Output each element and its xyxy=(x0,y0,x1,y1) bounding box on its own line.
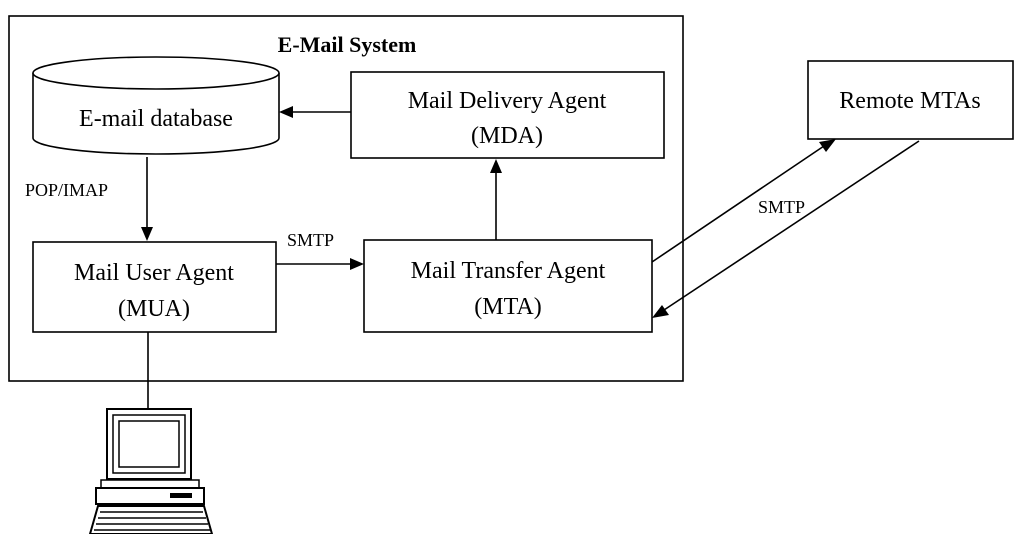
smtp-mua-mta-label: SMTP xyxy=(287,230,334,250)
mta-abbrev: (MTA) xyxy=(474,294,541,320)
pop-imap-label: POP/IMAP xyxy=(25,180,108,200)
mua-title: Mail User Agent xyxy=(74,260,234,286)
mta-title: Mail Transfer Agent xyxy=(411,258,606,284)
computer-terminal-icon xyxy=(88,408,214,534)
mda-abbrev: (MDA) xyxy=(471,123,543,149)
smtp-remote-label: SMTP xyxy=(758,197,805,217)
arrow-database-to-mua xyxy=(141,157,153,241)
mda-title: Mail Delivery Agent xyxy=(408,88,607,114)
arrow-mda-to-database xyxy=(279,106,351,118)
remote-mtas-box: Remote MTAs xyxy=(807,60,1014,140)
arrow-mua-to-mta xyxy=(276,258,364,270)
email-database: E-mail database xyxy=(32,56,280,155)
arrow-remote-to-mta xyxy=(652,140,920,318)
mua-box: Mail User Agent (MUA) xyxy=(32,241,277,333)
remote-mtas-label: Remote MTAs xyxy=(839,88,980,114)
mua-abbrev: (MUA) xyxy=(118,296,190,322)
database-top xyxy=(32,56,280,90)
email-system-title: E-Mail System xyxy=(278,32,417,57)
mda-box: Mail Delivery Agent (MDA) xyxy=(350,71,665,159)
arrow-mta-to-mda xyxy=(490,159,502,240)
database-label: E-mail database xyxy=(79,106,233,132)
arrow-mta-to-remote xyxy=(651,139,836,263)
mta-box: Mail Transfer Agent (MTA) xyxy=(363,239,653,333)
database-body xyxy=(32,73,280,155)
